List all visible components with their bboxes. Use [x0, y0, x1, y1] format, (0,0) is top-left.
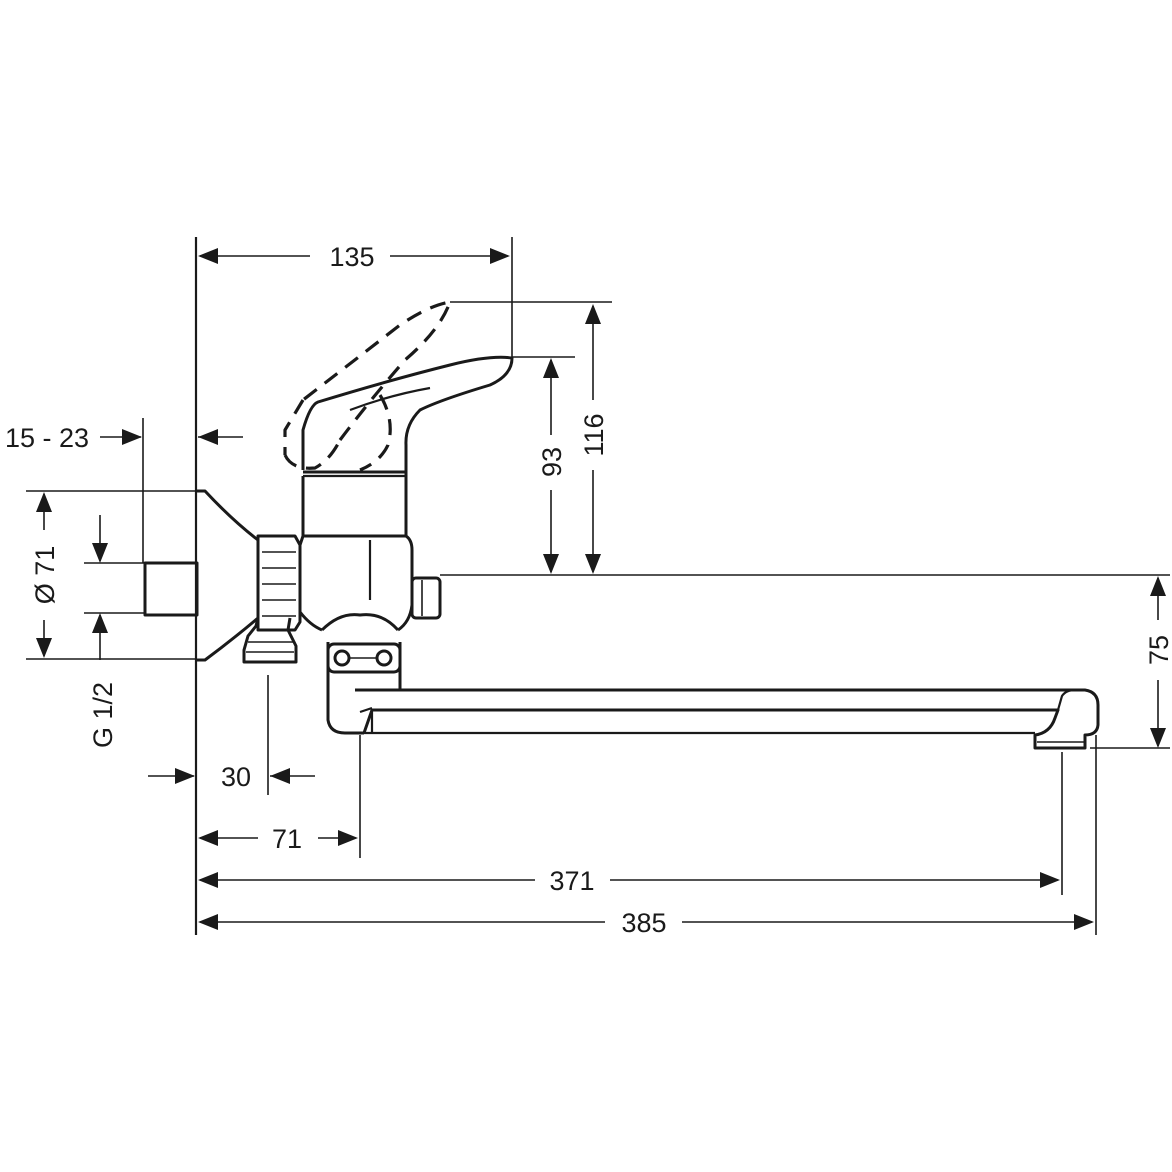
arrow-head	[175, 768, 195, 784]
faucet-outline	[143, 237, 1100, 935]
dim-label-93: 93	[537, 447, 567, 477]
extension-lines	[26, 237, 1170, 935]
arrow-head	[585, 304, 601, 324]
arrow-head	[122, 429, 142, 445]
arrow-head	[543, 358, 559, 378]
arrow-head	[92, 543, 108, 563]
arrow-head	[198, 429, 218, 445]
dimension-labels: 135 116 93 75 15 - 23 Ø 71 G 1/2 30 71 3…	[5, 242, 1172, 938]
arrow-head	[338, 830, 358, 846]
arrow-head	[198, 830, 218, 846]
arrow-head	[1040, 872, 1060, 888]
dim-label-71: 71	[272, 824, 302, 854]
arrow-head	[198, 914, 218, 930]
dim-label-135: 135	[329, 242, 374, 272]
arrow-head	[490, 248, 510, 264]
arrow-head	[36, 492, 52, 512]
arrow-head	[543, 554, 559, 574]
dimension-lines	[36, 248, 1166, 930]
arrow-head	[1074, 914, 1094, 930]
arrow-head	[36, 638, 52, 658]
dim-label-wall-gap: 15 - 23	[5, 423, 89, 453]
dim-label-75: 75	[1144, 635, 1172, 665]
dim-label-thread: G 1/2	[88, 682, 118, 748]
arrow-head	[1150, 576, 1166, 596]
arrow-head	[270, 768, 290, 784]
dim-label-30: 30	[221, 762, 251, 792]
arrow-head	[585, 554, 601, 574]
dim-label-116: 116	[579, 413, 609, 456]
arrow-head	[92, 613, 108, 633]
dim-label-371: 371	[549, 866, 594, 896]
arrow-head	[198, 872, 218, 888]
arrow-head	[198, 248, 218, 264]
arrow-head	[1150, 728, 1166, 748]
dim-label-385: 385	[621, 908, 666, 938]
dim-label-diameter: Ø 71	[30, 546, 60, 605]
